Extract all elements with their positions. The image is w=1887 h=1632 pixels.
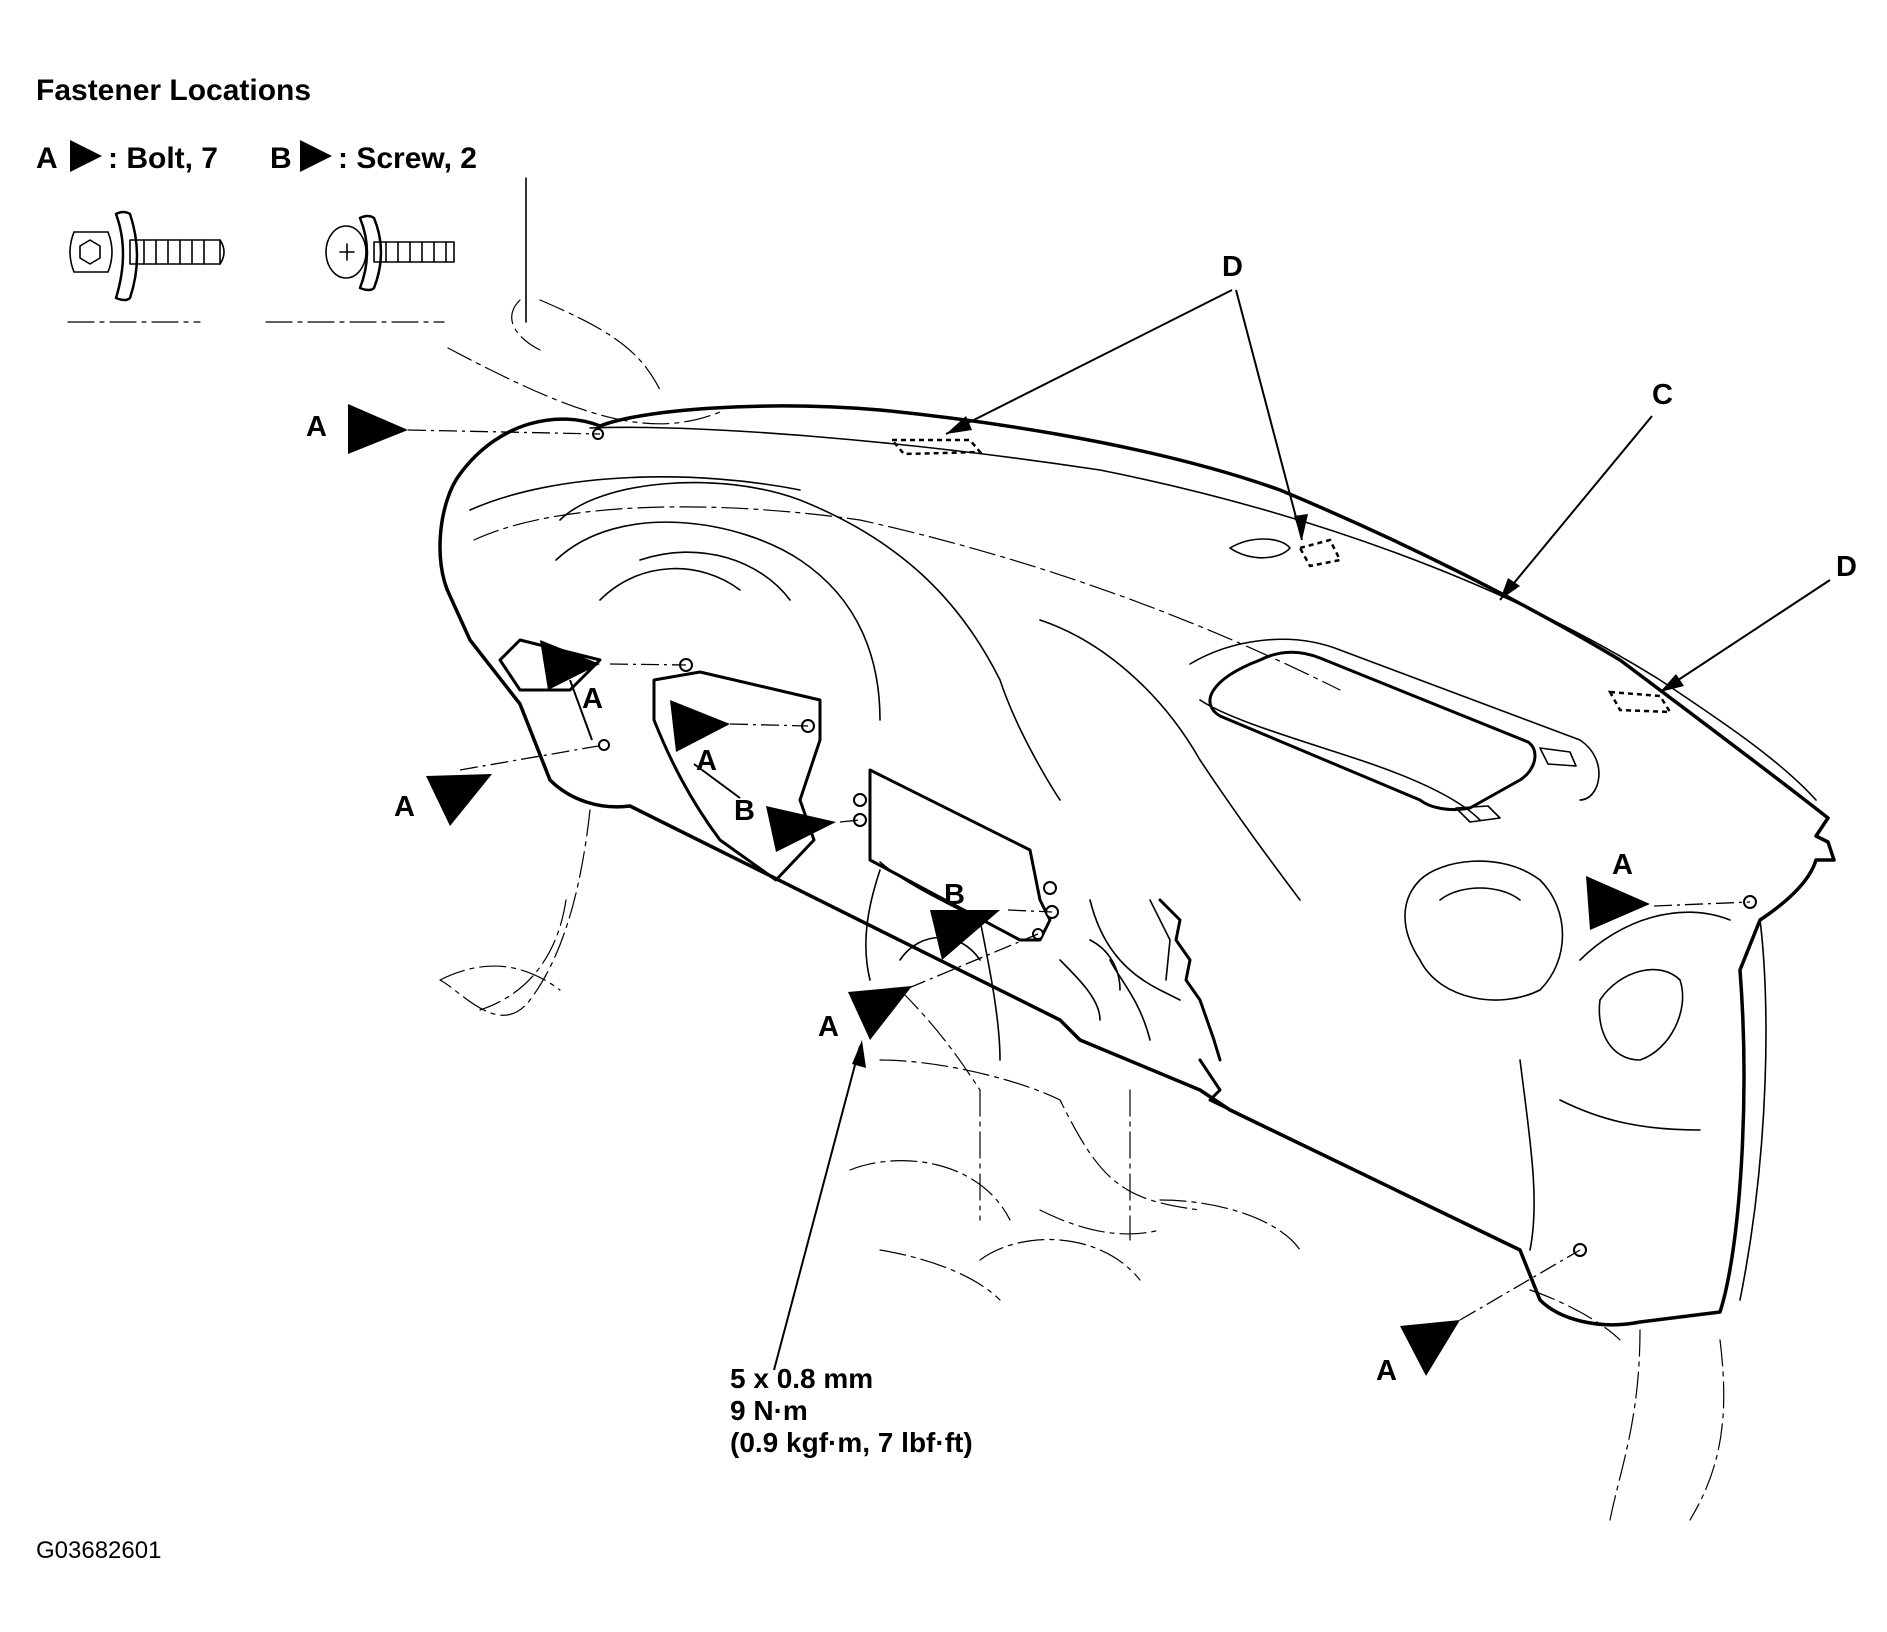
figure-id: G03682601 (36, 1537, 161, 1564)
triangle-pointer-icon (930, 910, 1000, 960)
clip-markers-d (889, 438, 1673, 714)
triangle-pointer-icon (848, 986, 912, 1040)
legend-screw-text: : Screw, 2 (338, 142, 477, 175)
legend-screw: B : Screw, 2 (270, 140, 477, 175)
triangle-pointer-icon (540, 640, 600, 690)
triangle-pointer-icon (766, 806, 836, 852)
bolt-holes (592, 428, 1757, 1257)
torque-spec-torque: 9 N·m (730, 1395, 808, 1426)
legend-bolt-pointer-icon (70, 140, 102, 172)
callout-b: B (944, 879, 965, 911)
torque-spec: 5 x 0.8 mm 9 N·m (0.9 kgf·m, 7 lbf·ft) (730, 1363, 973, 1458)
callout-a: A (1612, 849, 1633, 881)
callout-a: A (582, 683, 603, 715)
callout-a: A (394, 791, 415, 823)
part-leaders (773, 289, 1831, 1371)
legend-screw-letter: B (270, 142, 292, 175)
triangle-pointer-icon (348, 404, 408, 454)
callout-a: A (1376, 1355, 1397, 1387)
diagram-title: Fastener Locations (36, 74, 311, 107)
hex-flange-bolt-icon (69, 210, 225, 302)
phantom-body-lines (439, 299, 1725, 1521)
callout-d: D (1222, 251, 1243, 283)
legend-bolt: A : Bolt, 7 (36, 140, 218, 175)
triangle-pointer-icon (1400, 1320, 1460, 1376)
fastener-leaders (407, 429, 1751, 1321)
triangle-pointer-icon (670, 700, 730, 752)
legend-screw-pointer-icon (300, 140, 332, 172)
torque-spec-size: 5 x 0.8 mm (730, 1363, 873, 1394)
instrument-panel (438, 404, 1836, 1327)
callout-a: A (818, 1011, 839, 1043)
callout-c: C (1652, 379, 1673, 411)
callout-a: A (696, 745, 717, 777)
torque-spec-conversion: (0.9 kgf·m, 7 lbf·ft) (730, 1427, 973, 1458)
triangle-pointer-icon (426, 774, 492, 826)
callout-d: D (1836, 551, 1857, 583)
callout-labels: A A A A B B A A A C D D (306, 251, 1857, 1387)
legend-bolt-text: : Bolt, 7 (108, 142, 218, 175)
phillips-screw-icon (325, 214, 455, 292)
triangle-pointer-icon (1586, 876, 1650, 930)
callout-b: B (734, 795, 755, 827)
callout-a: A (306, 411, 327, 443)
pointer-icons (348, 404, 1650, 1376)
legend-bolt-letter: A (36, 142, 58, 175)
